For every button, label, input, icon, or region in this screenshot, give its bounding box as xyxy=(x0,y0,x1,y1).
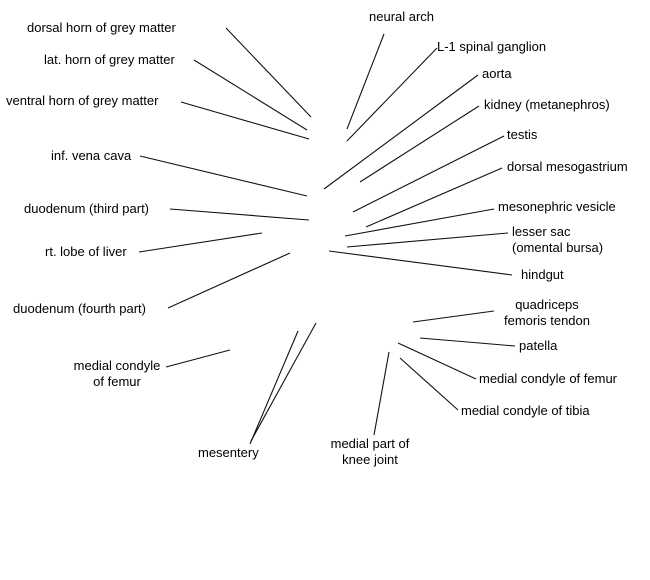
label-duodenum-third: duodenum (third part) xyxy=(24,201,150,216)
label-hindgut: hindgut xyxy=(521,267,564,282)
leader-mesentery-a xyxy=(249,330,299,445)
leader-dorsal-horn xyxy=(225,27,312,118)
label-inf-vena-cava: inf. vena cava xyxy=(51,148,132,163)
leader-rt-lobe-liver xyxy=(138,232,263,253)
leader-inf-vena-cava xyxy=(139,155,308,197)
label-patella: patella xyxy=(519,338,558,353)
leader-lesser-sac xyxy=(346,232,509,248)
leader-l1-ganglion xyxy=(346,47,438,142)
label-neural-arch: neural arch xyxy=(369,9,435,24)
leader-lat-horn xyxy=(193,59,308,131)
label-quadriceps-tendon: quadriceps femoris tendon xyxy=(504,297,590,328)
label-lat-horn: lat. horn of grey matter xyxy=(44,52,175,67)
leader-dorsal-mesogastrium xyxy=(365,167,503,228)
label-testis: testis xyxy=(507,127,538,142)
leader-testis xyxy=(352,135,505,213)
label-mesentery: mesentery xyxy=(198,445,259,460)
leader-duodenum-fourth xyxy=(167,252,291,309)
leader-hindgut xyxy=(328,250,513,276)
label-medial-part-knee: medial part of knee joint xyxy=(330,436,410,467)
label-dorsal-mesogastrium: dorsal mesogastrium xyxy=(507,159,628,174)
leader-medial-part-knee xyxy=(373,351,390,436)
label-medial-condyle-femur-left: medial condyle of femur xyxy=(73,358,161,389)
label-rt-lobe-liver: rt. lobe of liver xyxy=(45,244,127,259)
leader-mesonephric-vesicle xyxy=(344,208,495,237)
leader-medial-condyle-femur-right xyxy=(397,342,477,380)
label-kidney: kidney (metanephros) xyxy=(484,97,610,112)
label-medial-condyle-tibia: medial condyle of tibia xyxy=(461,403,590,418)
label-l1-ganglion: L-1 spinal ganglion xyxy=(437,39,547,54)
leader-kidney xyxy=(359,105,480,183)
leader-neural-arch xyxy=(346,33,385,130)
leader-duodenum-third xyxy=(169,208,310,221)
leader-quadriceps-tendon xyxy=(412,310,495,323)
leader-aorta xyxy=(323,74,479,190)
leader-ventral-horn xyxy=(180,101,310,140)
label-duodenum-fourth: duodenum (fourth part) xyxy=(13,301,146,316)
leader-mesentery-b xyxy=(250,322,317,442)
leader-medial-condyle-tibia xyxy=(399,357,459,411)
label-medial-condyle-femur-right: medial condyle of femur xyxy=(479,371,618,386)
label-dorsal-horn: dorsal horn of grey matter xyxy=(27,20,176,35)
label-ventral-horn: ventral horn of grey matter xyxy=(6,93,159,108)
label-lesser-sac: lesser sac (omental bursa) xyxy=(512,224,604,255)
label-aorta: aorta xyxy=(482,66,512,81)
leader-medial-condyle-femur-left xyxy=(165,349,231,368)
label-mesonephric-vesicle: mesonephric vesicle xyxy=(498,199,616,214)
leader-patella xyxy=(419,337,516,347)
